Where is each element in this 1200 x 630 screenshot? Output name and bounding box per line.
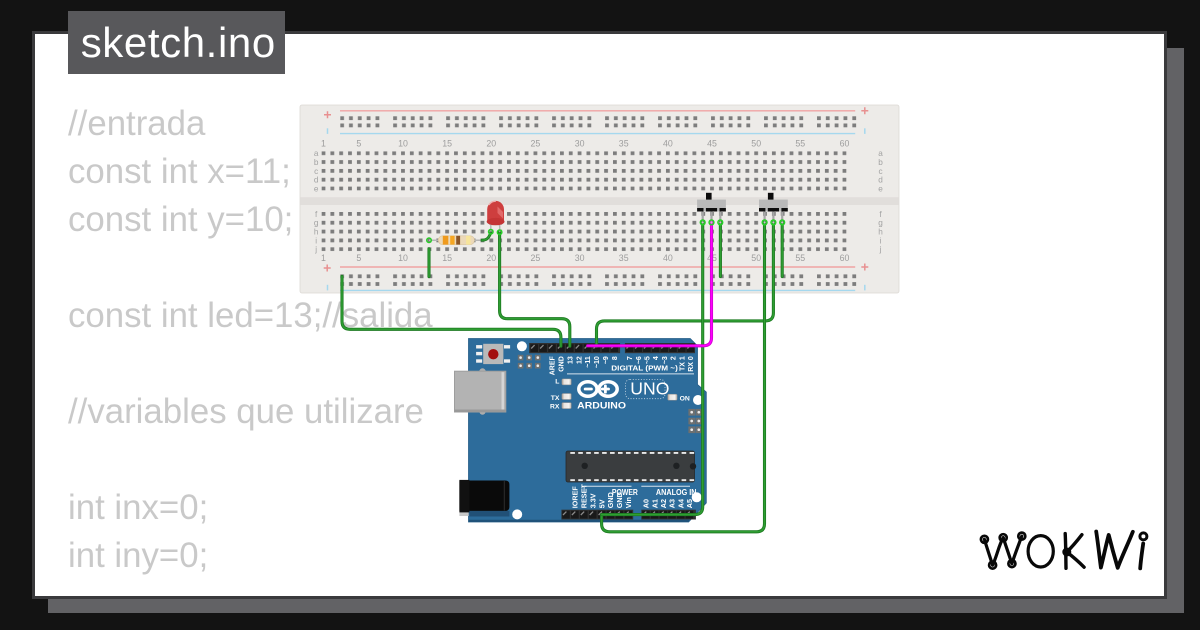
svg-text:e: e bbox=[878, 184, 883, 193]
svg-text:60: 60 bbox=[840, 138, 850, 148]
svg-text:i: i bbox=[315, 236, 317, 245]
svg-text:f: f bbox=[315, 210, 318, 219]
svg-text:1: 1 bbox=[321, 253, 326, 263]
svg-text:ARDUINO: ARDUINO bbox=[577, 400, 626, 410]
svg-text:a: a bbox=[314, 149, 319, 158]
svg-text:UNO: UNO bbox=[630, 379, 669, 399]
svg-text:5: 5 bbox=[356, 253, 361, 263]
svg-text:12: 12 bbox=[576, 356, 583, 364]
svg-text:7: 7 bbox=[627, 356, 634, 360]
svg-text:~9: ~9 bbox=[603, 356, 610, 364]
svg-text:i: i bbox=[880, 236, 882, 245]
svg-text:A2: A2 bbox=[659, 499, 668, 508]
svg-text:~10: ~10 bbox=[594, 356, 601, 368]
svg-text:1: 1 bbox=[321, 138, 326, 148]
svg-text:4: 4 bbox=[653, 356, 660, 360]
svg-text:35: 35 bbox=[619, 253, 629, 263]
svg-text:b: b bbox=[314, 158, 319, 167]
svg-text:ON: ON bbox=[680, 395, 690, 402]
svg-text:30: 30 bbox=[575, 138, 585, 148]
svg-text:55: 55 bbox=[795, 138, 805, 148]
svg-text:A5: A5 bbox=[685, 499, 694, 508]
svg-text:~3: ~3 bbox=[662, 356, 669, 364]
svg-text:POWER: POWER bbox=[612, 488, 638, 497]
svg-text:50: 50 bbox=[751, 138, 761, 148]
svg-text:2: 2 bbox=[671, 356, 678, 360]
svg-text:25: 25 bbox=[531, 253, 541, 263]
svg-text:IOREF: IOREF bbox=[571, 486, 580, 509]
svg-text:TX: TX bbox=[551, 395, 560, 402]
svg-text:A3: A3 bbox=[668, 499, 677, 508]
svg-text:A0: A0 bbox=[642, 499, 651, 508]
svg-text:45: 45 bbox=[707, 138, 717, 148]
svg-text:RX: RX bbox=[550, 404, 560, 411]
svg-text:TX 1: TX 1 bbox=[679, 356, 686, 371]
svg-text:3.3V: 3.3V bbox=[588, 493, 597, 508]
svg-text:55: 55 bbox=[795, 253, 805, 263]
svg-text:c: c bbox=[314, 167, 318, 176]
svg-text:~5: ~5 bbox=[645, 356, 652, 364]
svg-text:e: e bbox=[314, 184, 319, 193]
svg-text:15: 15 bbox=[442, 138, 452, 148]
svg-text:a: a bbox=[878, 149, 883, 158]
svg-text:j: j bbox=[314, 245, 317, 254]
svg-text:~11: ~11 bbox=[585, 356, 592, 368]
svg-text:ANALOG IN: ANALOG IN bbox=[656, 488, 697, 497]
svg-text:5: 5 bbox=[356, 138, 361, 148]
svg-text:35: 35 bbox=[619, 138, 629, 148]
svg-text:8: 8 bbox=[612, 356, 619, 360]
svg-text:40: 40 bbox=[663, 253, 673, 263]
svg-text:13: 13 bbox=[567, 356, 574, 364]
svg-text:GND: GND bbox=[606, 492, 615, 508]
svg-text:15: 15 bbox=[442, 253, 452, 263]
svg-text:A1: A1 bbox=[650, 499, 659, 508]
svg-text:h: h bbox=[314, 228, 319, 237]
svg-text:h: h bbox=[878, 228, 883, 237]
svg-text:GND: GND bbox=[559, 356, 566, 372]
svg-text:d: d bbox=[878, 176, 883, 185]
svg-text:GND: GND bbox=[615, 492, 624, 508]
svg-text:RX 0: RX 0 bbox=[688, 356, 695, 372]
svg-text:f: f bbox=[879, 210, 882, 219]
svg-text:20: 20 bbox=[486, 138, 496, 148]
svg-text:5V: 5V bbox=[597, 499, 606, 508]
svg-text:10: 10 bbox=[398, 253, 408, 263]
svg-text:50: 50 bbox=[751, 253, 761, 263]
svg-text:A4: A4 bbox=[676, 499, 685, 508]
svg-text:60: 60 bbox=[840, 253, 850, 263]
svg-text:L: L bbox=[555, 378, 559, 385]
svg-text:AREF: AREF bbox=[550, 355, 557, 375]
svg-text:RESET: RESET bbox=[580, 484, 589, 509]
svg-text:10: 10 bbox=[398, 138, 408, 148]
svg-text:DIGITAL (PWM ~): DIGITAL (PWM ~) bbox=[611, 364, 678, 373]
svg-text:c: c bbox=[878, 167, 882, 176]
svg-text:g: g bbox=[878, 219, 883, 228]
svg-text:g: g bbox=[314, 219, 319, 228]
svg-text:~6: ~6 bbox=[636, 356, 643, 364]
svg-text:25: 25 bbox=[531, 138, 541, 148]
svg-text:30: 30 bbox=[575, 253, 585, 263]
svg-text:20: 20 bbox=[486, 253, 496, 263]
svg-text:40: 40 bbox=[663, 138, 673, 148]
svg-text:b: b bbox=[878, 158, 883, 167]
svg-text:j: j bbox=[879, 245, 882, 254]
svg-text:d: d bbox=[314, 176, 319, 185]
svg-text:Vin: Vin bbox=[624, 497, 633, 508]
